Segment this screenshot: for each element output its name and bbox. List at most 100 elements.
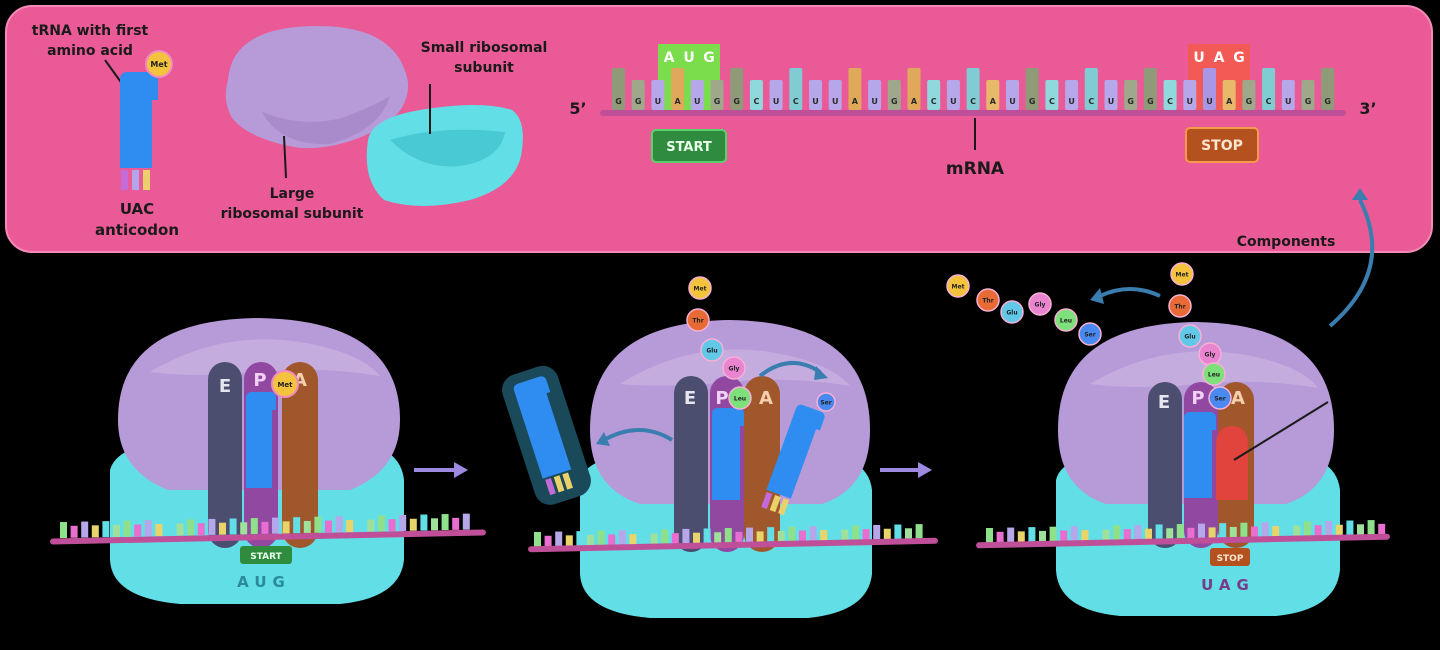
stage-mrna-base xyxy=(661,529,669,546)
mrna-base xyxy=(1143,68,1157,110)
stage2-e-label: E xyxy=(684,388,696,409)
mrna-base-letter: G xyxy=(1324,97,1331,106)
mrna-label: mRNA xyxy=(946,159,1005,179)
large-label-line2: ribosomal subunit xyxy=(221,206,364,222)
stage-mrna-base xyxy=(1346,520,1354,537)
mrna-base-letter: U xyxy=(655,97,662,106)
mrna-base-letter: C xyxy=(1266,97,1272,106)
stage1-p-label: P xyxy=(253,370,266,391)
stop-codon-highlight xyxy=(1188,44,1250,110)
mrna-base-letter: U xyxy=(1206,97,1213,106)
stage-mrna-base xyxy=(986,528,993,544)
stage-mrna-base xyxy=(1187,527,1195,540)
stage-mrna-base xyxy=(70,525,78,538)
stage2-trna-p xyxy=(712,408,744,500)
mrna-base-letter: C xyxy=(1167,97,1173,106)
amino-acid-icon xyxy=(1208,386,1232,410)
stage-mrna-base xyxy=(905,528,912,541)
stage-mrna-base xyxy=(735,531,743,544)
stage-mrna-base xyxy=(799,530,806,543)
mrna-base-letter: A xyxy=(911,97,918,106)
mrna-base xyxy=(1222,80,1236,110)
stage-mrna-base xyxy=(1155,524,1163,541)
mrna-base xyxy=(769,80,783,110)
amino-acid-icon xyxy=(1170,262,1194,286)
start-codon-letter-2: U xyxy=(683,50,694,66)
trna-anticodon-3 xyxy=(143,170,150,190)
mrna-base xyxy=(1104,80,1118,110)
amino-acid-label: Met xyxy=(694,286,707,293)
stage1-aug-label: AUG xyxy=(237,573,291,591)
mrna-base xyxy=(1045,80,1059,110)
stage-mrna-base xyxy=(314,516,322,533)
stage-mrna-base xyxy=(1251,526,1258,539)
amino-acid-label: Leu xyxy=(1208,372,1220,379)
stage2-exit-arrow-head xyxy=(596,432,610,446)
uac-label-line1: UAC xyxy=(120,200,154,218)
mrna-base-letter: G xyxy=(733,97,740,106)
stage3-e-label: E xyxy=(1158,392,1170,413)
stage-mrna-base xyxy=(777,530,785,543)
stage-mrna-base xyxy=(166,519,173,536)
mrna-base-letter: G xyxy=(1029,97,1036,106)
start-codon-highlight xyxy=(658,44,720,110)
mrna-base-letter: G xyxy=(891,97,898,106)
stop-codon-letter-3: G xyxy=(1233,50,1245,66)
stage-mrna-base xyxy=(1060,530,1068,543)
mrna-base xyxy=(651,80,665,110)
amino-acid-label: Ser xyxy=(820,400,831,407)
mrna-base xyxy=(1321,68,1335,110)
small-label-line2: subunit xyxy=(454,60,514,76)
return-arrow-head xyxy=(1352,188,1368,200)
stage-mrna-base xyxy=(144,520,152,537)
stage3-release-factor xyxy=(1216,426,1248,500)
stage-mrna-base xyxy=(325,520,332,533)
stage2-p-label: P xyxy=(715,388,728,409)
mrna-base xyxy=(730,68,744,110)
mrna-base xyxy=(966,68,980,110)
stage-mrna-base xyxy=(693,532,700,545)
stage-mrna-base xyxy=(176,523,184,536)
mrna-base-letter: G xyxy=(615,97,622,106)
mrna-base-letter: C xyxy=(931,97,937,106)
stage-mrna-base xyxy=(1092,525,1099,542)
stage3-mrna-bases xyxy=(986,520,1386,544)
stage-mrna-base xyxy=(883,528,891,541)
stage-mrna-base xyxy=(229,518,237,535)
stage-mrna-base xyxy=(282,521,290,534)
stage-mrna-base xyxy=(820,530,828,543)
mrna-base xyxy=(612,68,625,110)
stage-mrna-base xyxy=(197,523,205,536)
mrna-base xyxy=(1065,80,1079,110)
mrna-base xyxy=(1281,80,1295,110)
stage-mrna-base xyxy=(640,529,647,546)
stage-mrna-base xyxy=(703,528,711,545)
stage-mrna-base xyxy=(134,524,142,537)
mrna-base xyxy=(789,68,803,110)
mrna-base xyxy=(1084,68,1098,110)
stage-mrna-base xyxy=(250,518,258,535)
stage-mrna-base xyxy=(608,534,616,547)
mrna-base-letter: U xyxy=(694,97,701,106)
mrna-base xyxy=(671,68,685,110)
stage-mrna-base xyxy=(682,528,690,545)
stage-mrna-base xyxy=(303,520,311,533)
stage-mrna-base xyxy=(873,524,881,541)
stage-mrna-base xyxy=(534,532,541,548)
amino-acid-icon xyxy=(1054,308,1078,332)
stage-mrna-base xyxy=(841,529,849,542)
amino-acid-label: Gly xyxy=(1205,352,1216,359)
mrna-base-letter: U xyxy=(871,97,878,106)
stage2-mrna-strand xyxy=(528,537,938,553)
mrna-base-letter: U xyxy=(812,97,819,106)
amino-acid-icon xyxy=(816,392,836,412)
stage1-met-icon xyxy=(271,370,299,398)
mrna-base-letter: G xyxy=(1127,97,1134,106)
trna-label-line2: amino acid xyxy=(47,43,133,59)
amino-acid-icon xyxy=(1202,362,1226,386)
small-subunit-component: Small ribosomal subunit xyxy=(366,40,547,206)
stage1-e-site xyxy=(208,362,242,548)
